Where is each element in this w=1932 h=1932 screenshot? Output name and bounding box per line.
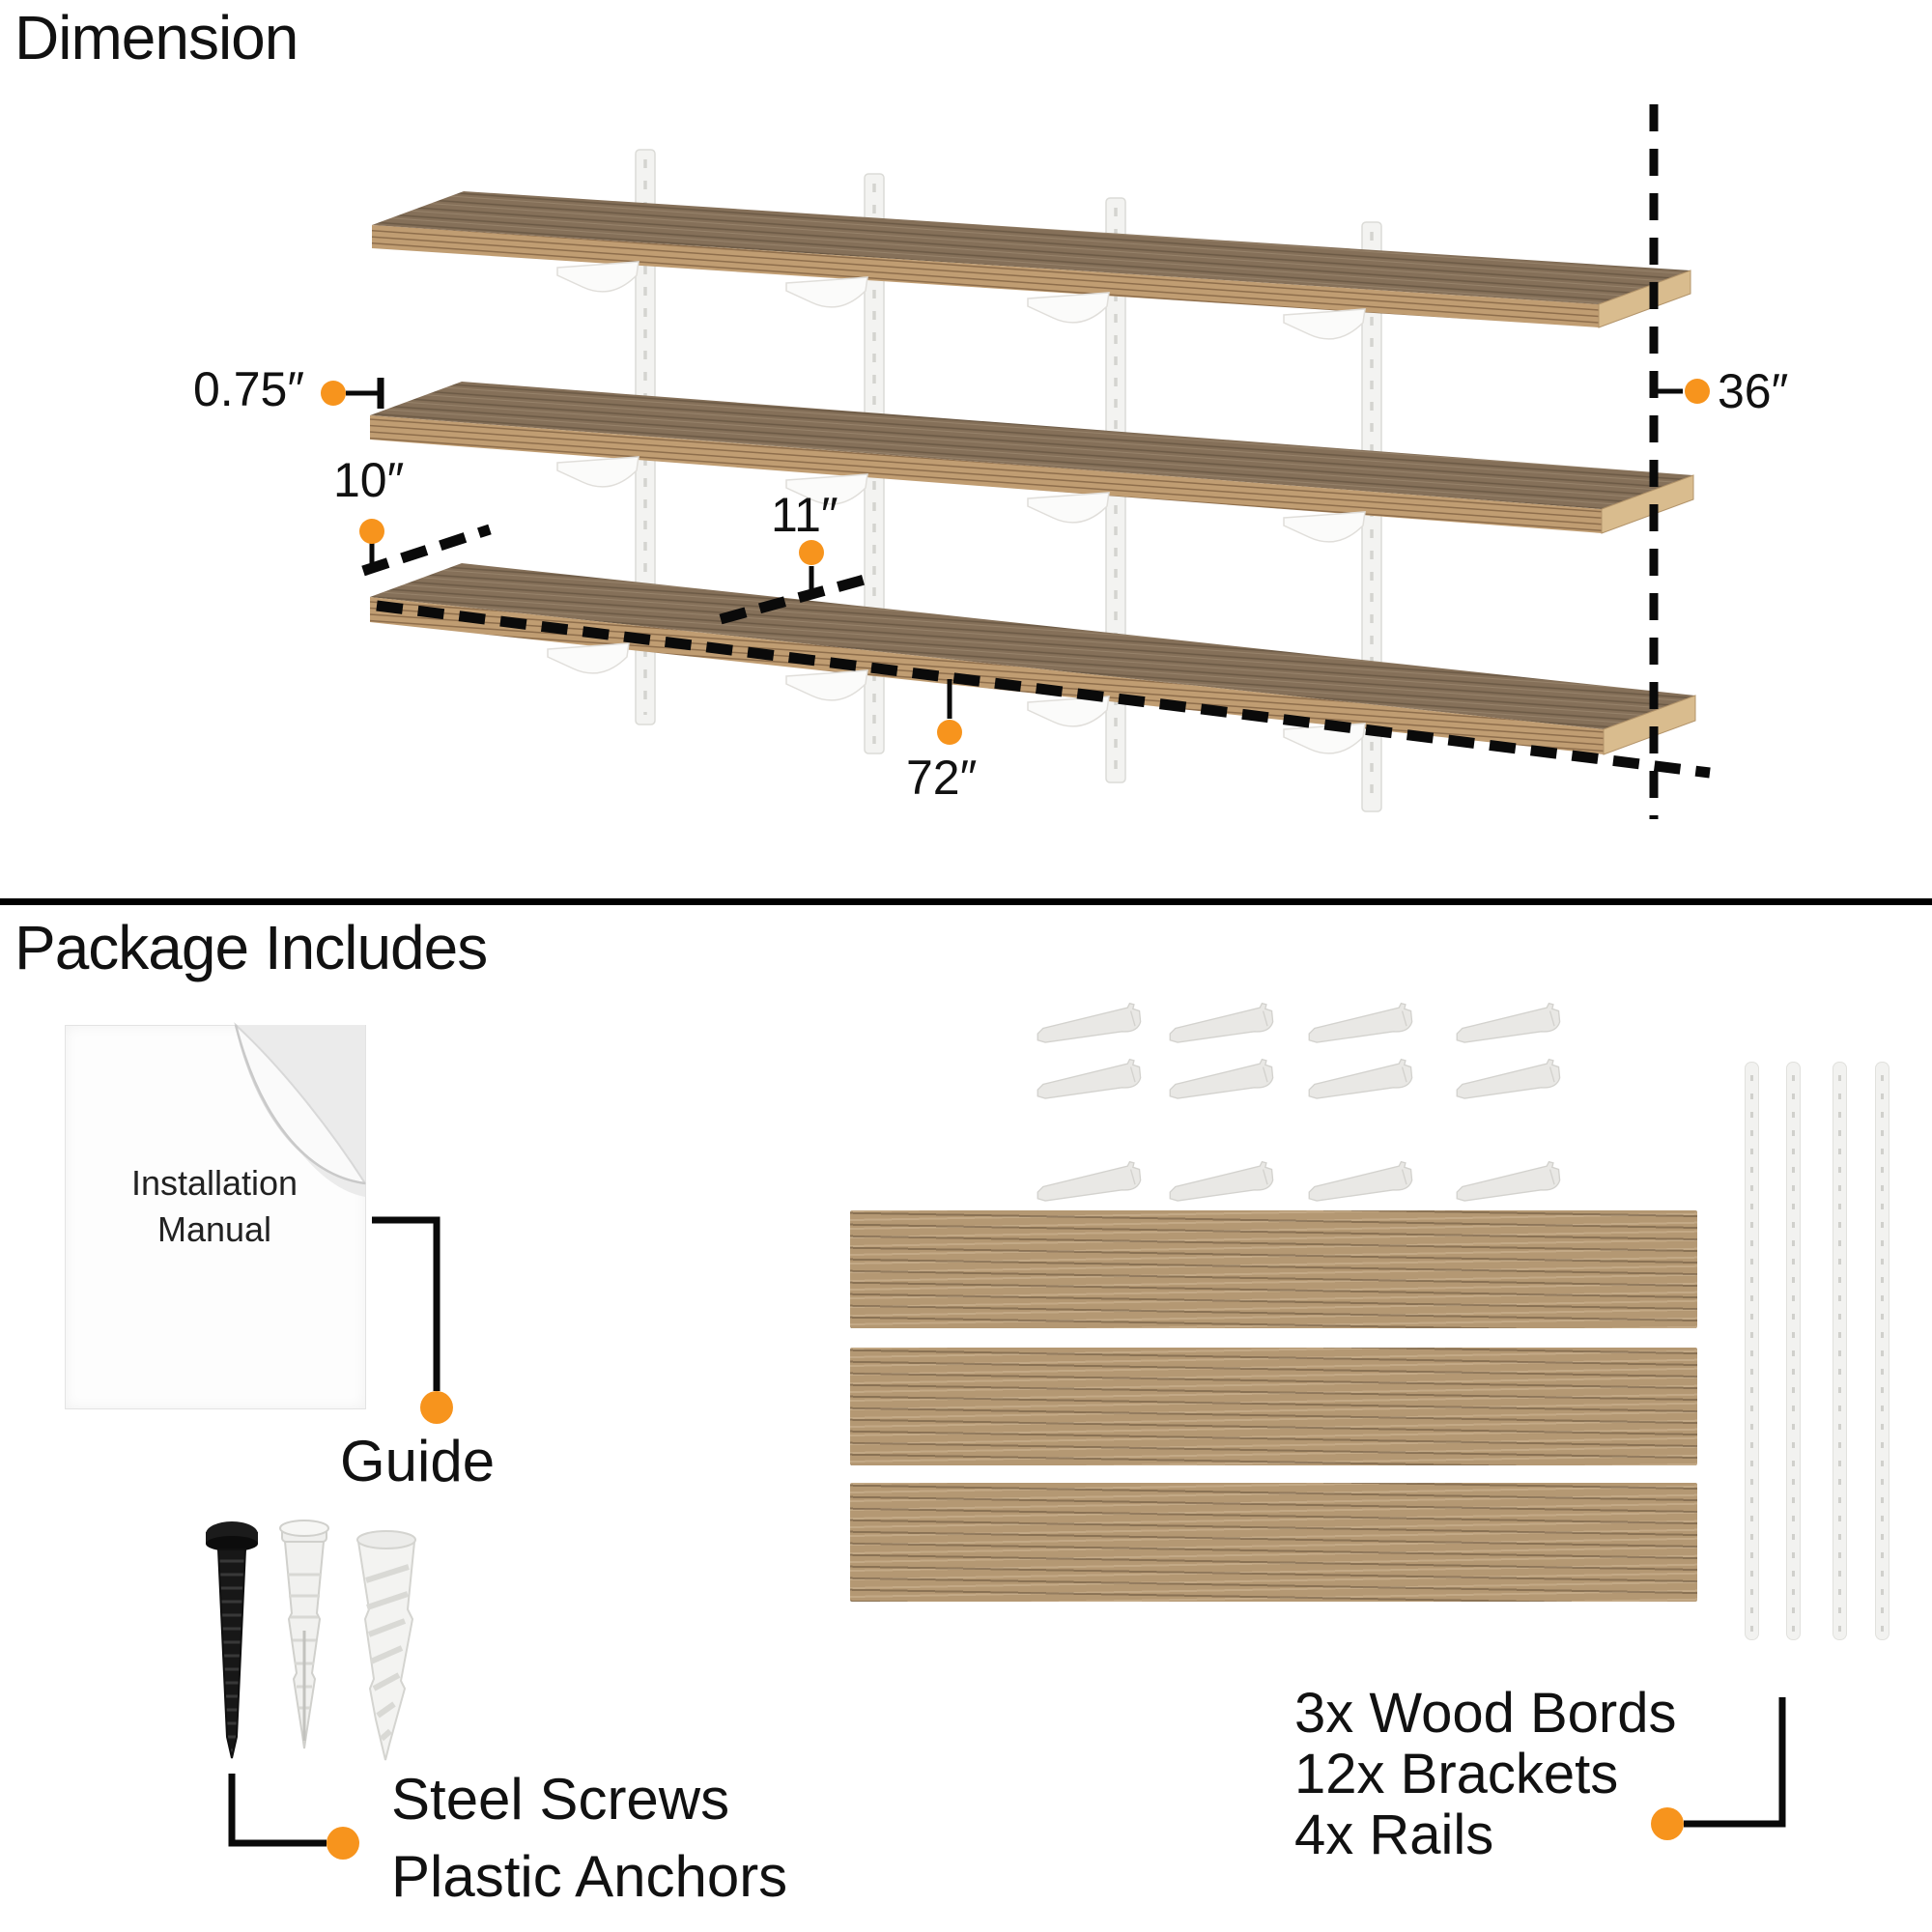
page-curl-icon <box>234 1022 366 1197</box>
bracket-icon <box>1308 1003 1413 1043</box>
bracket-icon <box>1037 1161 1142 1202</box>
dimension-marker-dot <box>359 519 384 544</box>
bracket-icon <box>1169 1059 1274 1099</box>
shelf-top-surface <box>370 382 1693 509</box>
guide-connector-line <box>372 1216 440 1391</box>
steel-screw-icon <box>206 1521 258 1759</box>
manual-title-line2: Manual <box>156 1209 272 1249</box>
steel-screws-label: Steel Screws <box>391 1767 730 1832</box>
rail <box>1786 1062 1801 1640</box>
shelf-front-edge <box>370 415 1602 533</box>
guide-label: Guide <box>340 1429 496 1493</box>
bottom-shelf <box>370 563 1696 755</box>
contents-wood-boards-label: 3x Wood Bords <box>1294 1682 1677 1745</box>
rail <box>1875 1062 1889 1640</box>
contents-rails-label: 4x Rails <box>1294 1804 1494 1866</box>
shelf-end-cap <box>1598 270 1691 328</box>
support-bracket-icon <box>1283 511 1366 543</box>
shelf-unit-diagram <box>321 104 1711 819</box>
plastic-anchors-label: Plastic Anchors <box>391 1844 788 1909</box>
bracket-depth-dashed-line <box>361 524 492 577</box>
section-divider <box>0 898 1932 905</box>
wood-board <box>850 1210 1697 1328</box>
shelf-width-label: 72″ <box>906 751 978 805</box>
callout-marker-dot <box>327 1827 359 1860</box>
shelf-end-cap <box>1603 695 1696 755</box>
dimension-marker-dot <box>799 540 824 565</box>
callout-marker-dot <box>420 1391 453 1424</box>
shelf-support-brackets <box>547 261 1366 754</box>
bracket-icon <box>1169 1003 1274 1043</box>
support-bracket-icon <box>1027 492 1110 524</box>
dimension-marker-dot <box>937 720 962 745</box>
wood-board <box>850 1348 1697 1465</box>
shelf-front-edge <box>370 597 1604 754</box>
middle-shelf <box>370 382 1694 534</box>
shelf-top-surface <box>370 563 1695 729</box>
rail <box>1833 1062 1847 1640</box>
shelf-front-edge <box>372 225 1599 327</box>
support-bracket-icon <box>547 642 630 674</box>
bracket-icon <box>1456 1161 1561 1202</box>
board-thickness-label: 0.75″ <box>193 362 305 416</box>
rail <box>1745 1062 1759 1640</box>
manual-title-line1: Installation <box>130 1163 298 1203</box>
dimension-marker-dot <box>321 381 346 406</box>
callout-marker-dot <box>1651 1807 1684 1840</box>
plastic-anchor-icon <box>279 1520 329 1749</box>
bracket-depth-label: 10″ <box>333 453 405 507</box>
wood-board <box>850 1483 1697 1602</box>
dimension-annotations <box>321 104 1711 819</box>
bracket-icon <box>1037 1059 1142 1099</box>
package-section-title: Package Includes <box>14 913 488 982</box>
support-bracket-icon <box>1027 292 1110 324</box>
support-bracket-icon <box>785 669 868 701</box>
support-bracket-icon <box>1027 696 1110 727</box>
support-bracket-icon <box>785 276 868 308</box>
shelf-depth-dashed-line <box>719 572 873 625</box>
support-bracket-icon <box>556 261 639 293</box>
fasteners-illustration <box>206 1520 416 1761</box>
rails-connector-line <box>1684 1697 1786 1828</box>
bracket-icon <box>1308 1059 1413 1099</box>
bracket-icon <box>1308 1161 1413 1202</box>
shelf-end-cap <box>1601 474 1694 534</box>
shelf-depth-label: 11″ <box>771 488 838 542</box>
dimension-section-title: Dimension <box>14 3 298 72</box>
bracket-icon <box>1456 1059 1561 1099</box>
support-bracket-icon <box>556 456 639 488</box>
unit-height-label: 36″ <box>1718 364 1789 418</box>
top-shelf <box>372 191 1691 328</box>
shelf-top-surface <box>372 191 1690 304</box>
bracket-icon <box>1037 1003 1142 1043</box>
shelf-width-dashed-line <box>376 600 1711 779</box>
bracket-icon <box>1456 1003 1561 1043</box>
support-bracket-icon <box>1283 308 1366 340</box>
dimension-marker-dot <box>1685 379 1710 404</box>
self-drill-anchor-icon <box>356 1530 416 1761</box>
contents-brackets-label: 12x Brackets <box>1294 1743 1619 1805</box>
support-bracket-icon <box>785 473 868 505</box>
bracket-icon <box>1169 1161 1274 1202</box>
